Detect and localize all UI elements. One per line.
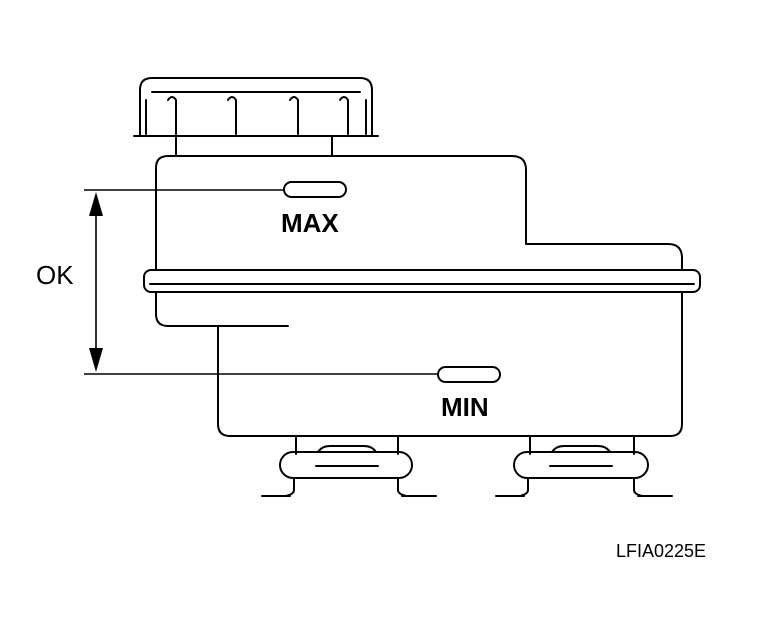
ok-label: OK xyxy=(36,260,74,290)
figure-code: LFIA0225E xyxy=(616,541,707,561)
ok-range-arrow xyxy=(89,192,103,372)
max-level-mark xyxy=(283,181,347,198)
reservoir-flange xyxy=(143,269,701,293)
right-outlet-port xyxy=(495,435,673,497)
min-label: MIN xyxy=(441,392,489,422)
reservoir-cap xyxy=(133,77,379,157)
max-label: MAX xyxy=(281,208,339,238)
reservoir-lower-body xyxy=(155,291,683,437)
min-level-mark xyxy=(437,366,501,383)
reservoir-upper-body xyxy=(155,155,683,271)
left-outlet-port xyxy=(261,435,437,497)
